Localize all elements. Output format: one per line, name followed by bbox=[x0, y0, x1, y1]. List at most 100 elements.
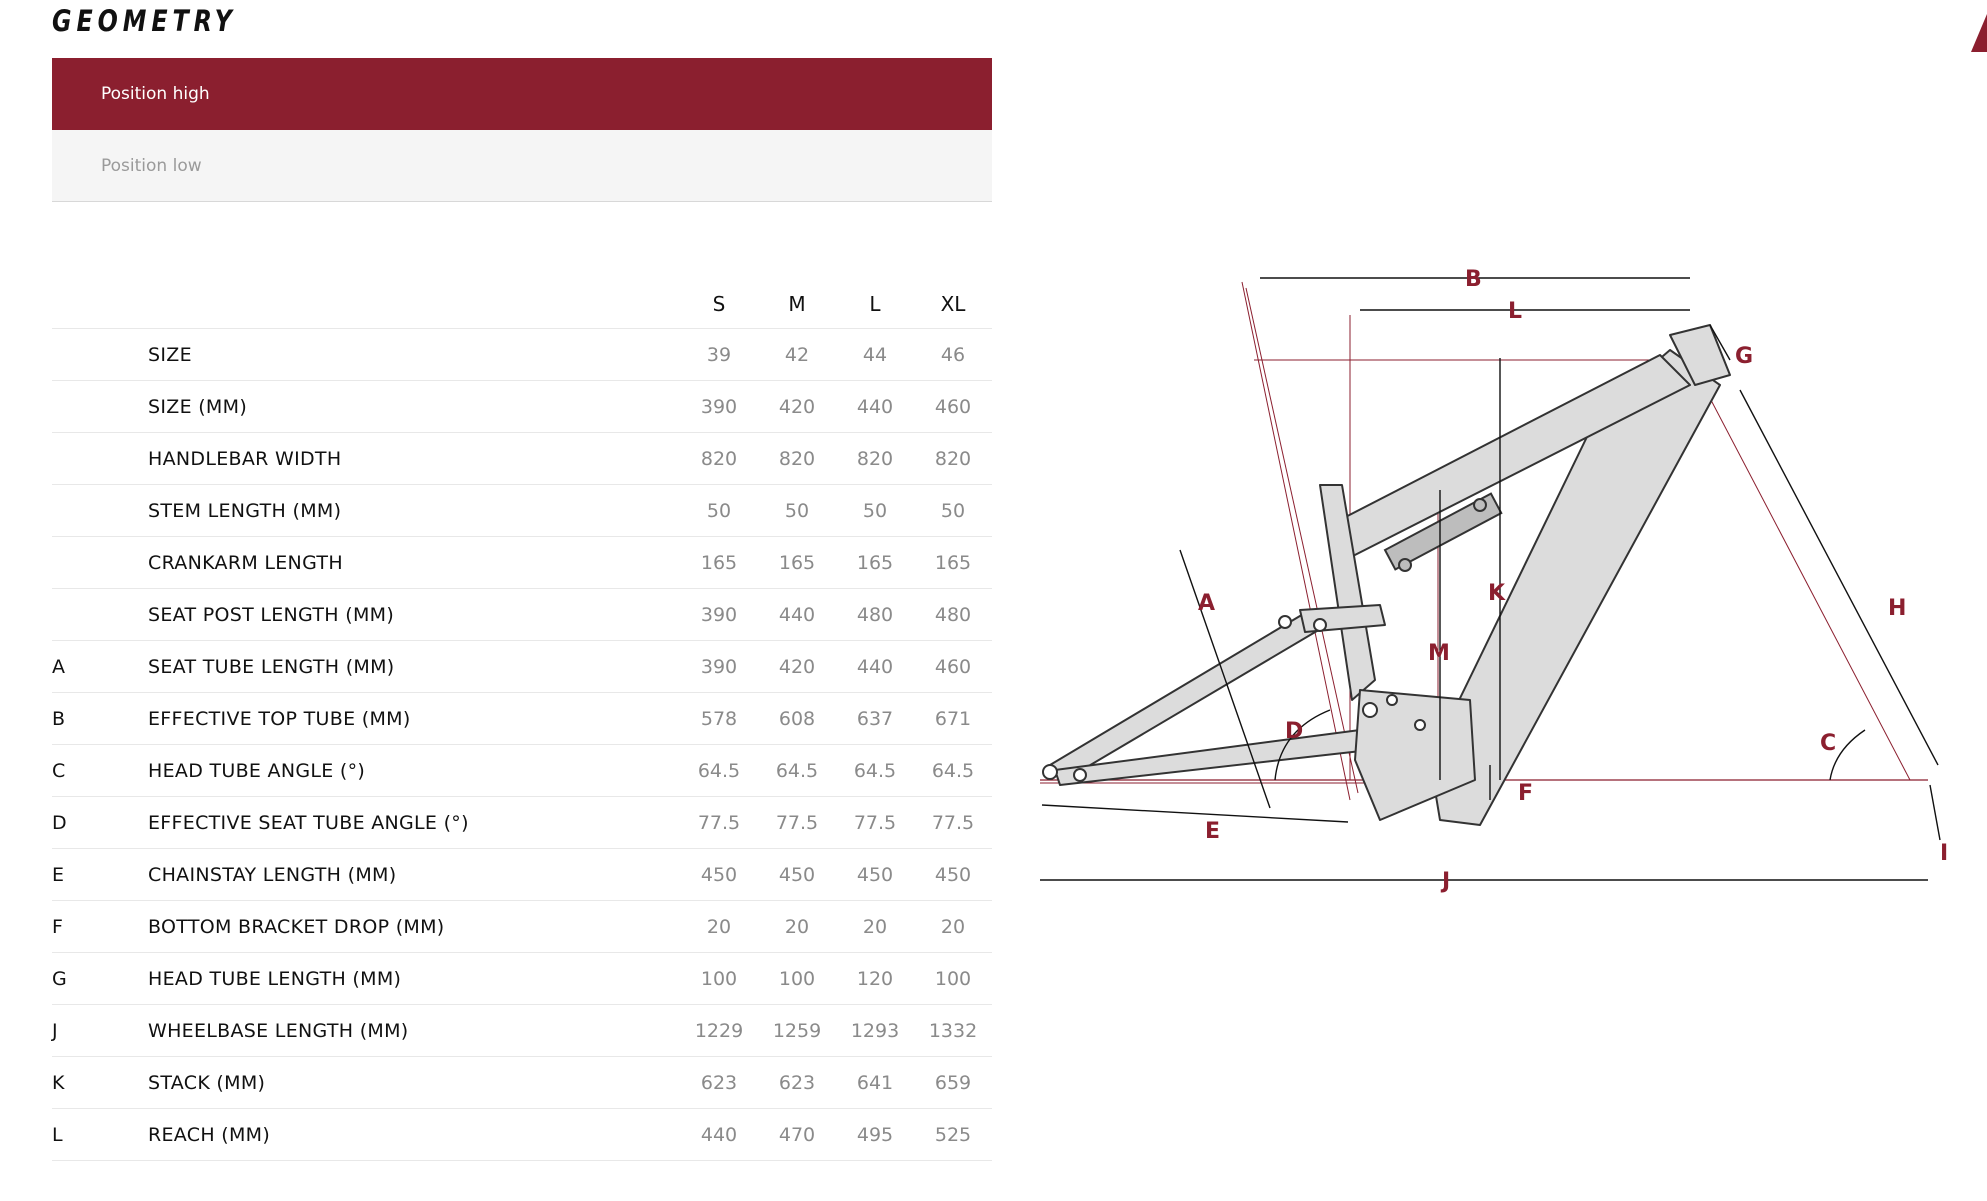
tab-label: Position high bbox=[101, 84, 210, 104]
dim-letter-h: H bbox=[1888, 596, 1906, 621]
row-value-s: 450 bbox=[700, 864, 738, 886]
row-letter: K bbox=[52, 1072, 65, 1094]
row-value-l: 120 bbox=[856, 968, 894, 990]
dim-letter-g: G bbox=[1735, 344, 1753, 369]
row-value-m: 420 bbox=[778, 656, 816, 678]
row-letter: J bbox=[52, 1020, 58, 1042]
dim-letter-b: B bbox=[1465, 267, 1482, 292]
row-value-m: 420 bbox=[778, 396, 816, 418]
row-label: STEM LENGTH (MM) bbox=[148, 500, 342, 522]
column-header-xl: XL bbox=[940, 292, 966, 316]
row-value-xl: 77.5 bbox=[931, 812, 975, 834]
tab-label: Position low bbox=[101, 155, 202, 176]
corner-accent-mark bbox=[1971, 14, 1987, 52]
row-label: WHEELBASE LENGTH (MM) bbox=[148, 1020, 409, 1042]
dim-letter-e: E bbox=[1205, 819, 1220, 844]
row-letter: C bbox=[52, 760, 66, 782]
row-value-m: 165 bbox=[778, 552, 816, 574]
row-value-s: 623 bbox=[700, 1072, 738, 1094]
table-row: A SEAT TUBE LENGTH (MM) 390 420 440 460 bbox=[52, 640, 992, 692]
table-header: S M L XL bbox=[52, 278, 992, 328]
row-value-s: 20 bbox=[706, 916, 732, 938]
row-value-m: 77.5 bbox=[775, 812, 819, 834]
row-label: SIZE (MM) bbox=[148, 396, 248, 418]
row-value-xl: 460 bbox=[934, 396, 972, 418]
row-value-xl: 525 bbox=[934, 1124, 972, 1146]
row-label: EFFECTIVE TOP TUBE (MM) bbox=[148, 708, 411, 730]
row-value-xl: 46 bbox=[940, 344, 966, 366]
row-value-xl: 165 bbox=[934, 552, 972, 574]
tab-position-high[interactable]: Position high bbox=[52, 58, 992, 130]
row-letter: E bbox=[52, 864, 65, 886]
row-value-m: 1259 bbox=[772, 1020, 822, 1042]
row-value-m: 440 bbox=[778, 604, 816, 626]
row-value-s: 578 bbox=[700, 708, 738, 730]
row-value-xl: 659 bbox=[934, 1072, 972, 1094]
row-value-s: 50 bbox=[706, 500, 732, 522]
row-value-xl: 20 bbox=[940, 916, 966, 938]
row-value-l: 637 bbox=[856, 708, 894, 730]
row-label: SEAT POST LENGTH (MM) bbox=[148, 604, 395, 626]
row-value-l: 641 bbox=[856, 1072, 894, 1094]
row-label: REACH (MM) bbox=[148, 1124, 271, 1146]
row-value-s: 440 bbox=[700, 1124, 738, 1146]
dim-letter-j: J bbox=[1440, 869, 1450, 894]
row-value-s: 165 bbox=[700, 552, 738, 574]
row-value-s: 390 bbox=[700, 604, 738, 626]
dim-letter-i: I bbox=[1940, 841, 1948, 866]
column-header-s: S bbox=[712, 292, 726, 316]
row-letter: A bbox=[52, 656, 65, 678]
row-label: CRANKARM LENGTH bbox=[148, 552, 343, 574]
position-tabs: Position high Position low bbox=[52, 58, 992, 202]
row-value-m: 470 bbox=[778, 1124, 816, 1146]
row-value-l: 50 bbox=[862, 500, 888, 522]
row-value-m: 608 bbox=[778, 708, 816, 730]
tab-position-low[interactable]: Position low bbox=[52, 130, 992, 202]
row-value-l: 64.5 bbox=[853, 760, 897, 782]
row-label: BOTTOM BRACKET DROP (MM) bbox=[148, 916, 445, 938]
row-value-xl: 64.5 bbox=[931, 760, 975, 782]
column-header-m: M bbox=[788, 292, 806, 316]
row-letter: F bbox=[52, 916, 63, 938]
column-header-l: L bbox=[869, 292, 881, 316]
row-value-s: 390 bbox=[700, 656, 738, 678]
row-value-xl: 460 bbox=[934, 656, 972, 678]
dim-letter-k: K bbox=[1488, 581, 1506, 606]
row-value-l: 450 bbox=[856, 864, 894, 886]
row-value-m: 50 bbox=[784, 500, 810, 522]
row-label: STACK (MM) bbox=[148, 1072, 266, 1094]
row-value-l: 820 bbox=[856, 448, 894, 470]
dim-letter-c: C bbox=[1820, 731, 1836, 756]
row-letter: G bbox=[52, 968, 67, 990]
row-value-s: 820 bbox=[700, 448, 738, 470]
row-value-s: 100 bbox=[700, 968, 738, 990]
dim-letter-d: D bbox=[1285, 719, 1303, 744]
row-value-xl: 820 bbox=[934, 448, 972, 470]
row-value-l: 440 bbox=[856, 656, 894, 678]
row-value-m: 450 bbox=[778, 864, 816, 886]
row-value-s: 390 bbox=[700, 396, 738, 418]
row-label: SEAT TUBE LENGTH (MM) bbox=[148, 656, 395, 678]
row-label: HANDLEBAR WIDTH bbox=[148, 448, 342, 470]
geometry-diagram: B L G H K M A D C E F I J bbox=[1040, 267, 1948, 894]
row-value-l: 480 bbox=[856, 604, 894, 626]
row-value-l: 20 bbox=[862, 916, 888, 938]
row-label: HEAD TUBE LENGTH (MM) bbox=[148, 968, 402, 990]
row-value-s: 64.5 bbox=[697, 760, 741, 782]
row-letter: D bbox=[52, 812, 67, 834]
row-value-s: 1229 bbox=[694, 1020, 744, 1042]
